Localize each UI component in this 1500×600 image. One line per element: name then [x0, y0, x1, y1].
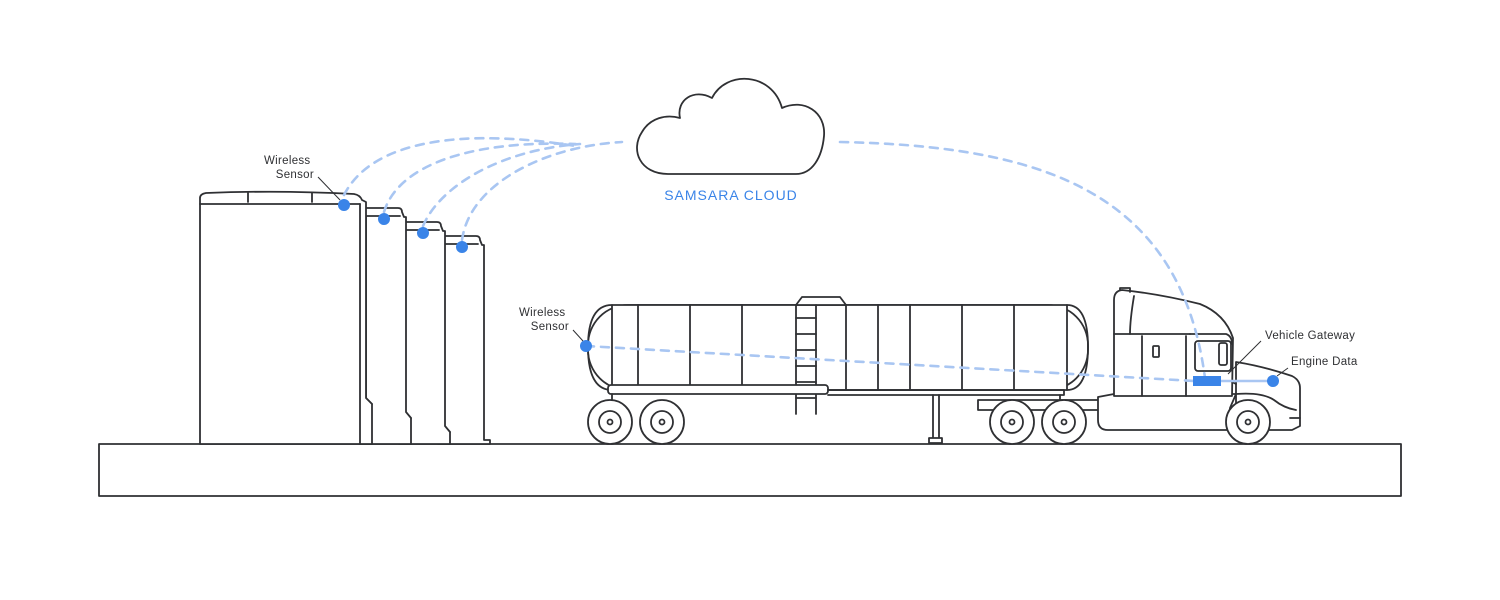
- link-cloud-to-gateway: [838, 140, 1207, 380]
- tank-sensor-dot-3: [417, 227, 429, 239]
- tank-sensor-dot-4: [456, 241, 468, 253]
- cloud-label: SAMSARA CLOUD: [664, 187, 798, 203]
- trailer-wheel-2: [639, 399, 685, 445]
- vehicle-gateway-label: Vehicle Gateway: [1265, 330, 1355, 342]
- engine-data-label: Engine Data: [1291, 356, 1358, 368]
- link-trailer-sensor-to-gateway: [584, 344, 1196, 383]
- trailer-sensor-leader: [572, 329, 584, 342]
- wireless-links: [342, 136, 1207, 383]
- link-tank-1-to-cloud: [342, 136, 578, 197]
- engine-data-dot: [1267, 375, 1279, 387]
- landing-gear: [928, 394, 943, 444]
- trailer-wheel-1: [587, 399, 633, 445]
- engine-data-leader: [1276, 367, 1289, 377]
- vehicle-gateway-device: [1193, 376, 1221, 386]
- tank-sensor-leader: [317, 176, 341, 201]
- truck-front-wheel: [1225, 399, 1271, 445]
- link-tank-2-to-cloud: [382, 142, 578, 214]
- link-tank-4-to-cloud: [460, 140, 624, 242]
- storage-tank-1: [199, 190, 373, 445]
- truck-drive-wheel-2: [1041, 399, 1087, 445]
- cloud-icon: [636, 77, 825, 175]
- tank-sensor-dot-1: [338, 199, 350, 211]
- ground-platform: [98, 443, 1402, 497]
- truck-drive-wheel-1: [989, 399, 1035, 445]
- trailer-sensor-dot: [580, 340, 592, 352]
- vehicle-gateway-leader: [1227, 340, 1262, 375]
- tank-sensor-dot-2: [378, 213, 390, 225]
- trailer-sensor-label: Wireless Sensor: [519, 307, 569, 333]
- link-tank-3-to-cloud: [421, 142, 582, 228]
- tank-sensor-label: Wireless Sensor: [264, 155, 314, 181]
